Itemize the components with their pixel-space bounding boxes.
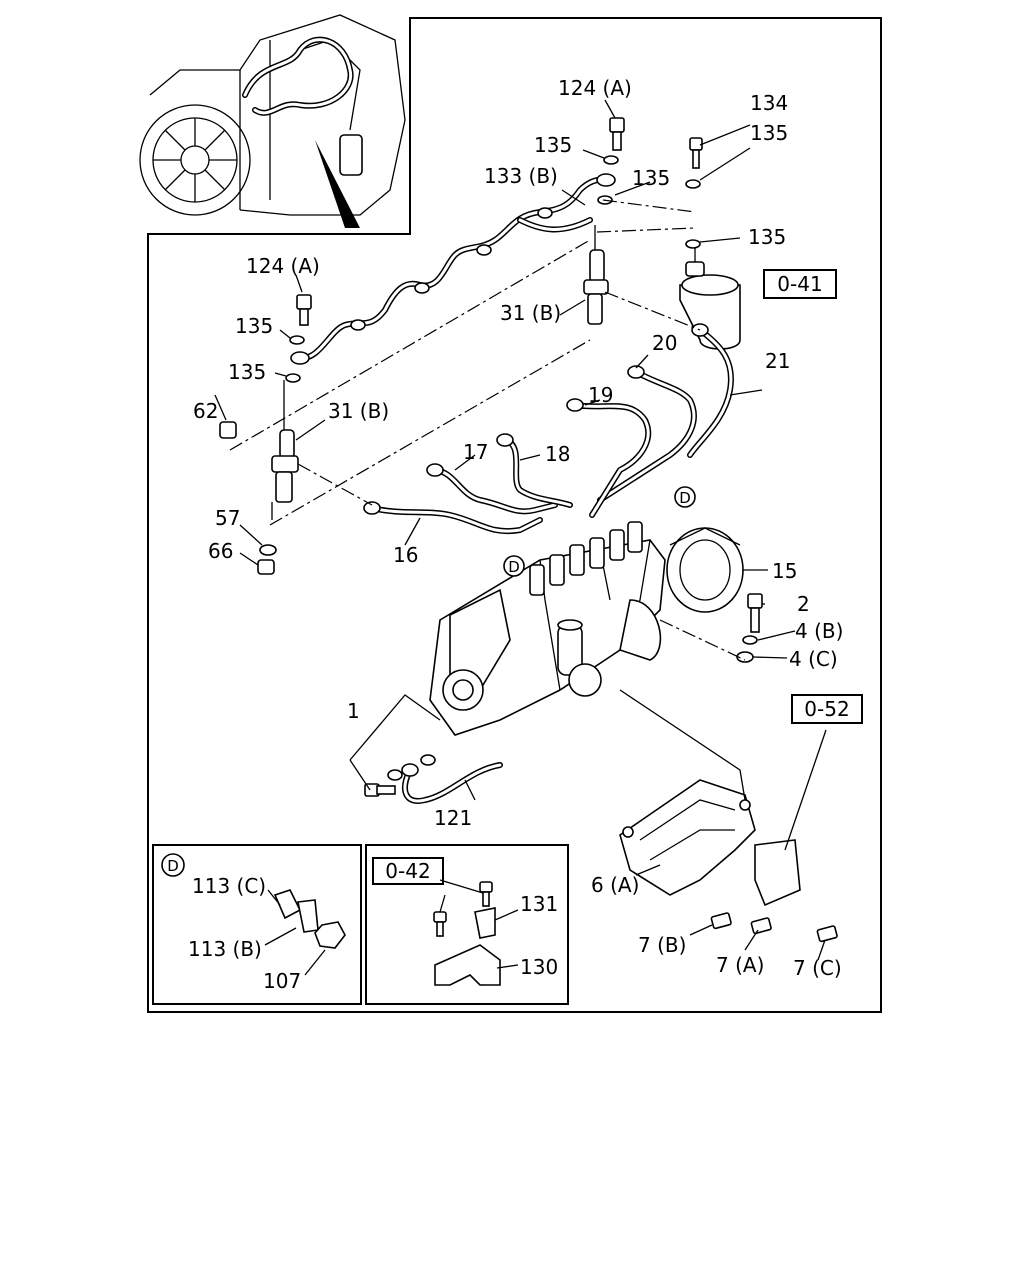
label-131: 131	[520, 892, 558, 916]
fuel-filter	[679, 248, 741, 350]
label-2: 2	[797, 592, 810, 616]
label-7c: 7 (C)	[793, 956, 842, 980]
label-124a-top: 124 (A)	[558, 76, 632, 100]
marker-d-center: D	[674, 486, 696, 508]
label-107: 107	[263, 969, 301, 993]
label-113c: 113 (C)	[192, 874, 266, 898]
pipe-121	[364, 754, 503, 804]
part-labels: 124 (A) 135 133 (B) 134 135 135 135 124 …	[188, 76, 843, 993]
engine-overview-inset	[139, 14, 406, 228]
washers-57-66	[257, 544, 277, 575]
assembly-lines	[229, 199, 746, 801]
label-134: 134	[750, 91, 788, 115]
pipes-19-20-21	[566, 323, 734, 518]
label-15: 15	[772, 559, 797, 583]
label-31b-mid: 31 (B)	[328, 399, 389, 423]
label-31b-top: 31 (B)	[500, 301, 561, 325]
label-66: 66	[208, 539, 233, 563]
bracket-6a	[619, 779, 801, 907]
bolt-134	[689, 137, 703, 169]
label-19: 19	[588, 383, 613, 407]
label-16: 16	[393, 543, 418, 567]
marker-d-left: D	[503, 555, 525, 577]
label-124a-left: 124 (A)	[246, 254, 320, 278]
label-4c: 4 (C)	[789, 647, 838, 671]
detail-d-marker-text: D	[167, 857, 179, 875]
timer-15	[666, 527, 768, 613]
injector-31b-lower	[271, 380, 299, 520]
hollow-bolt-124a-top	[609, 117, 625, 151]
gaskets-135	[285, 155, 701, 383]
label-113b: 113 (B)	[188, 937, 262, 961]
label-4b: 4 (B)	[795, 619, 843, 643]
marker-d-center-text: D	[679, 489, 691, 507]
ref-0-52-text: 0-52	[804, 697, 849, 721]
ref-box-0-41[interactable]: 0-41	[763, 269, 837, 299]
detail-box-0-42: 0-42	[365, 844, 569, 1005]
label-62: 62	[193, 399, 218, 423]
label-18: 18	[545, 442, 570, 466]
bolt-2-and-washers	[736, 593, 763, 663]
label-135-d: 135	[748, 225, 786, 249]
injector-31b-upper	[583, 225, 609, 325]
pump-delivery-valves	[529, 521, 643, 596]
label-133b: 133 (B)	[484, 164, 558, 188]
ref-0-41-text: 0-41	[777, 272, 822, 296]
label-7a: 7 (A)	[716, 953, 764, 977]
label-17: 17	[463, 440, 488, 464]
ref-box-0-52[interactable]: 0-52	[791, 694, 863, 724]
label-21: 21	[765, 349, 790, 373]
ref-0-42-text: 0-42	[385, 859, 430, 883]
marker-d-left-text: D	[508, 558, 520, 576]
label-135-a: 135	[534, 133, 572, 157]
label-135-f: 135	[228, 360, 266, 384]
diagram-frame	[147, 17, 882, 1013]
nut-62	[219, 421, 237, 439]
detail-box-d: D	[152, 844, 362, 1005]
label-135-e: 135	[235, 314, 273, 338]
label-135-b: 135	[632, 166, 670, 190]
bolts-7	[710, 912, 838, 943]
label-6a: 6 (A)	[591, 873, 639, 897]
injection-pipe-133b	[290, 173, 616, 365]
pipes-16-17-18	[363, 433, 573, 535]
label-1: 1	[347, 699, 360, 723]
label-57: 57	[215, 506, 240, 530]
label-7b: 7 (B)	[638, 933, 686, 957]
injection-pump	[429, 521, 666, 736]
hollow-bolt-124a-left	[296, 294, 312, 326]
label-135-c: 135	[750, 121, 788, 145]
leader-lines	[214, 99, 827, 961]
label-130: 130	[520, 955, 558, 979]
label-20: 20	[652, 331, 677, 355]
label-121: 121	[434, 806, 472, 830]
